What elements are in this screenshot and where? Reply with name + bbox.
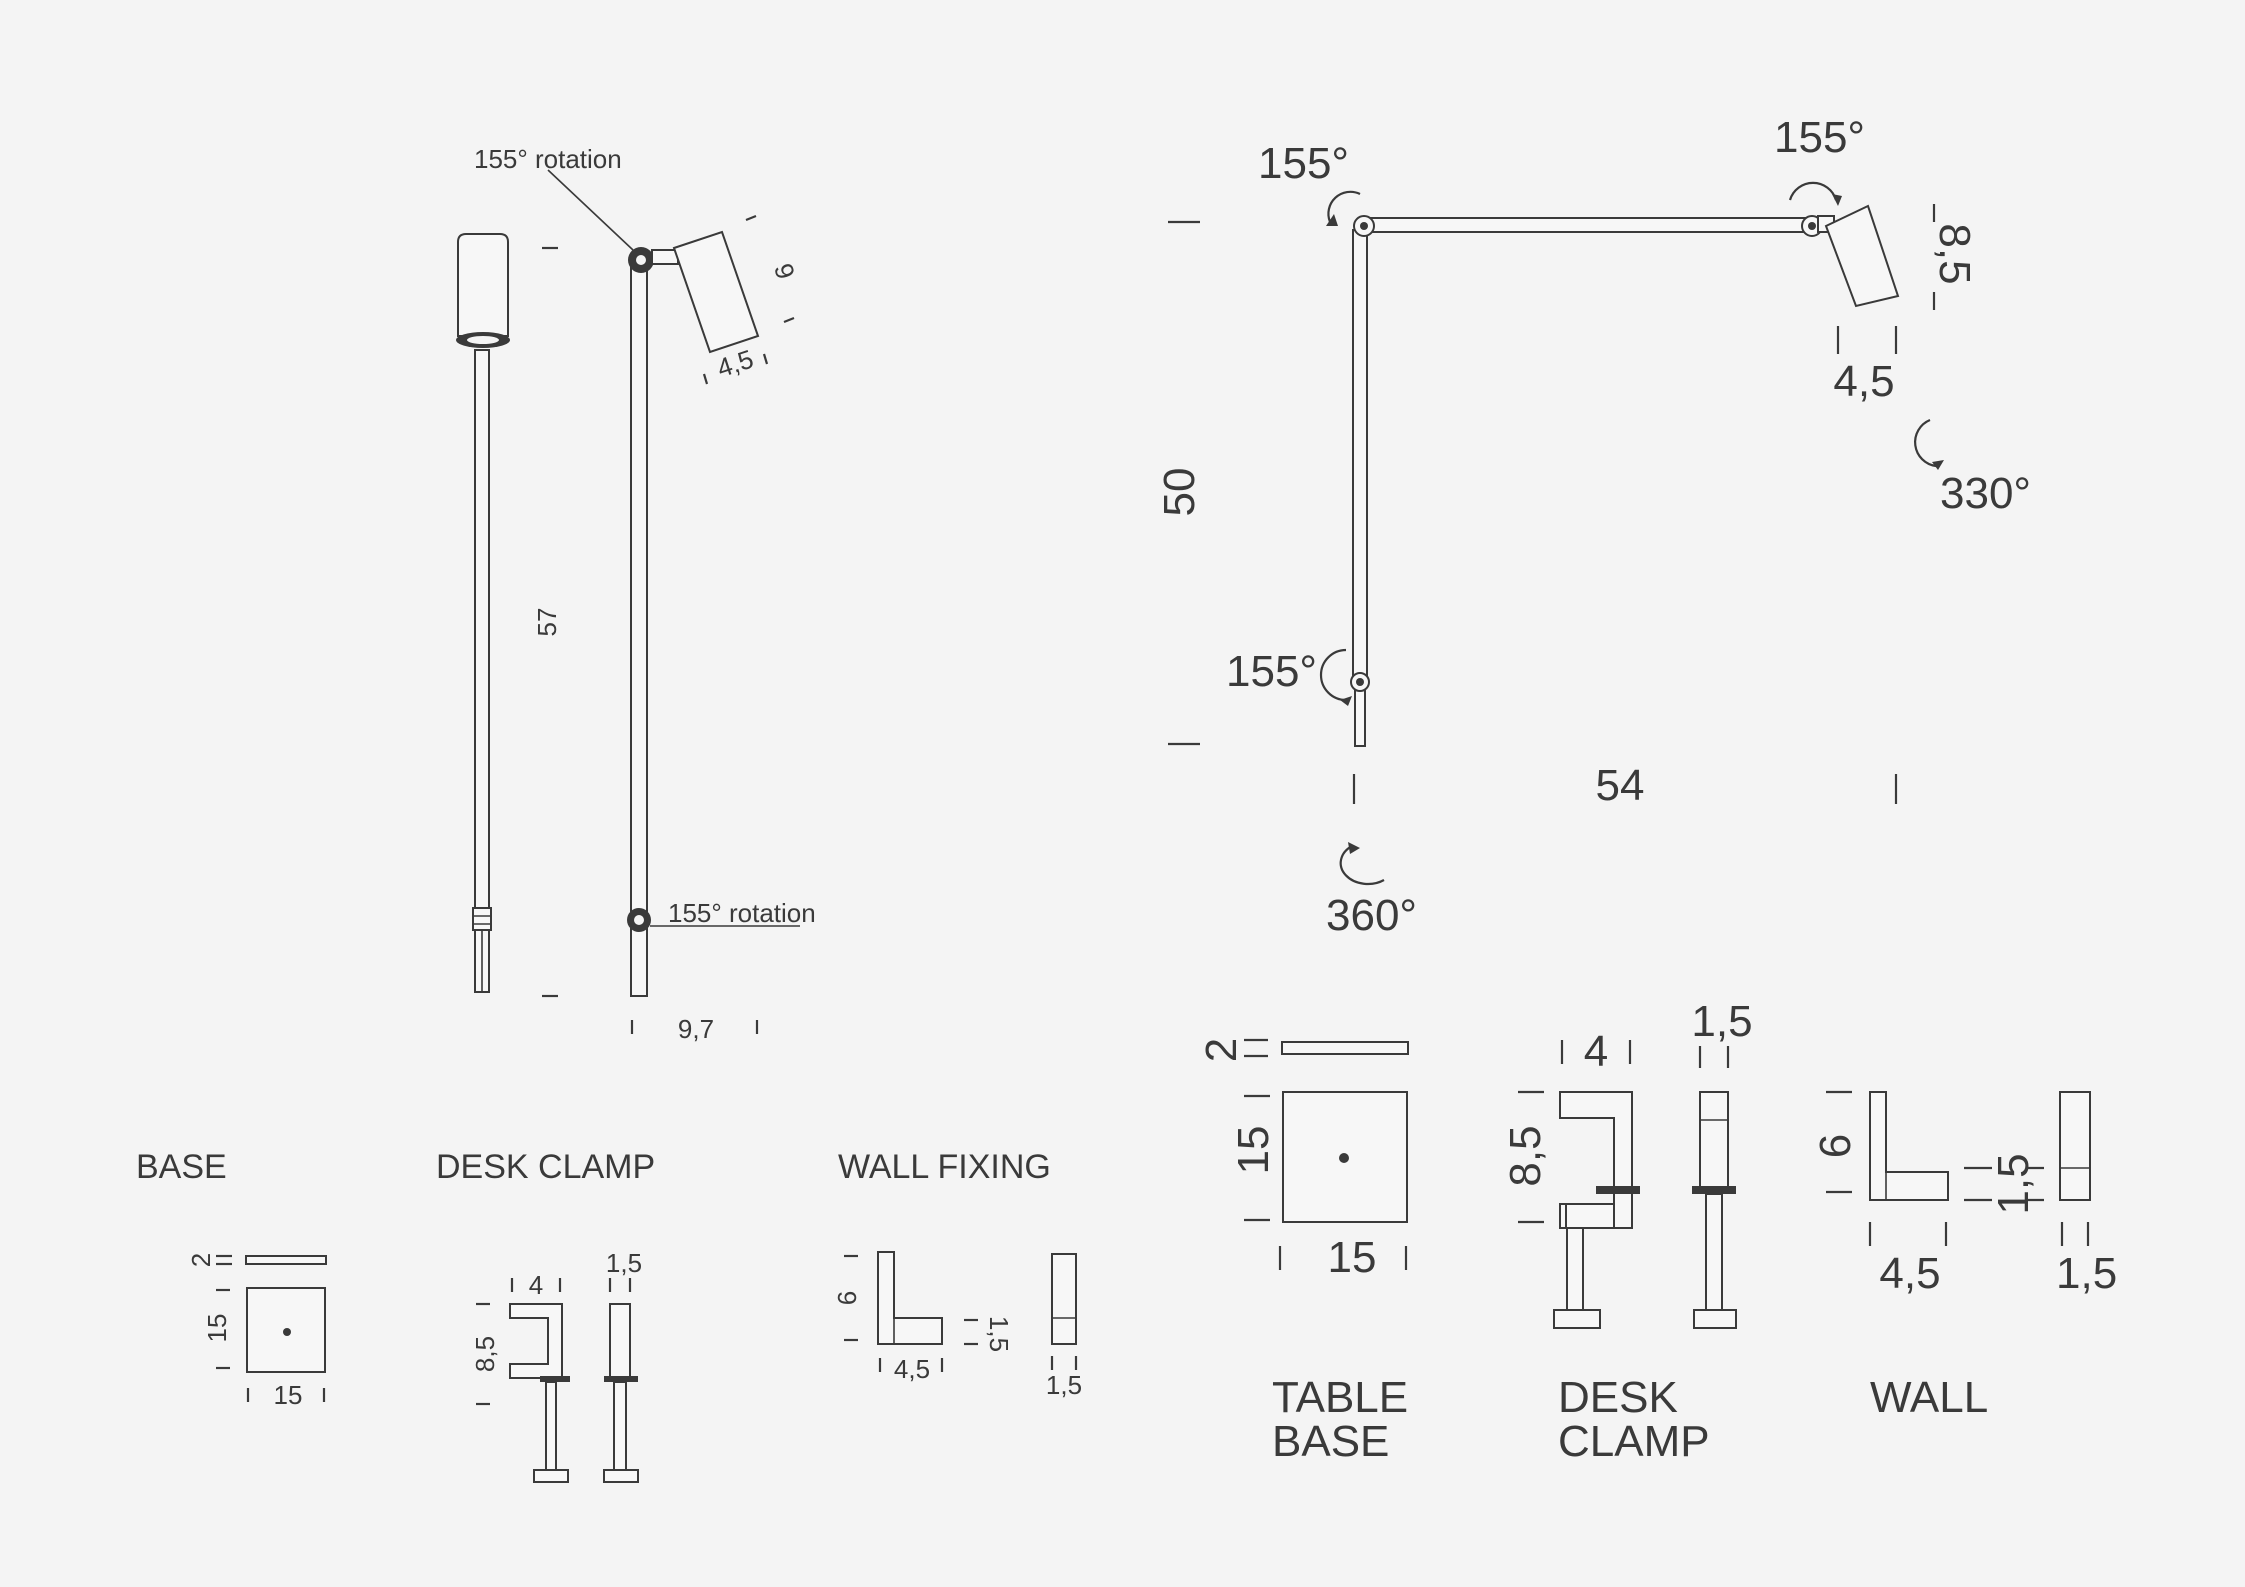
small-desk-clamp: DESK CLAMP 4 1,5 8,5 <box>436 1148 655 1483</box>
small-wall-fixing: WALL FIXING 6 4,5 1,5 1,5 <box>832 1148 1082 1400</box>
large-clamp-height-label: 8,5 <box>1501 1125 1550 1186</box>
large-table-base: 2 15 15 TABLE BASE <box>1197 1038 1409 1466</box>
small-wall-side-height-label: 1,5 <box>984 1316 1014 1352</box>
large-base-title-line1: TABLE <box>1272 1373 1408 1422</box>
large-desk-clamp: 4 1,5 8,5 DESK CLAMP <box>1501 997 1753 1466</box>
small-clamp-height-label: 8,5 <box>470 1336 500 1372</box>
right-head-length-label: 8,5 <box>1930 223 1979 284</box>
large-clamp-title-line2: CLAMP <box>1558 1417 1710 1466</box>
small-base-width-label: 15 <box>274 1380 303 1410</box>
left-rotation-top-label: 155° rotation <box>474 144 622 174</box>
large-wall-depth-label: 4,5 <box>1879 1249 1940 1298</box>
large-clamp-side-width-label: 1,5 <box>1691 997 1752 1046</box>
small-wall-depth-label: 4,5 <box>894 1354 930 1384</box>
small-base: BASE 2 15 15 <box>136 1148 327 1410</box>
large-wall-side-width-label: 1,5 <box>2056 1249 2117 1298</box>
large-base-depth-label: 15 <box>1229 1126 1278 1175</box>
large-base-width-label: 15 <box>1328 1233 1377 1282</box>
right-angle-bottom-label: 155° <box>1226 647 1317 696</box>
right-width-label: 54 <box>1596 761 1645 810</box>
large-base-title-line2: BASE <box>1272 1417 1389 1466</box>
small-base-thickness-label: 2 <box>186 1253 216 1267</box>
right-angle-base-label: 360° <box>1326 891 1417 940</box>
small-clamp-top-width-label: 4 <box>529 1270 543 1300</box>
small-wall-height-label: 6 <box>832 1291 862 1305</box>
left-height-label: 57 <box>532 608 562 637</box>
large-clamp-title-line1: DESK <box>1558 1373 1678 1422</box>
large-wall-title: WALL <box>1870 1373 1988 1422</box>
right-elevation: 155° 155° 330° 155° 360° 8,5 4,5 50 54 <box>1155 113 2031 940</box>
left-front-elevation: 57 <box>456 233 562 998</box>
left-head-length-label: 9 <box>768 260 801 283</box>
right-angle-left-label: 155° <box>1258 139 1349 188</box>
large-clamp-top-width-label: 4 <box>1584 1027 1608 1076</box>
small-wall-title: WALL FIXING <box>838 1148 1051 1186</box>
small-clamp-title: DESK CLAMP <box>436 1148 655 1186</box>
small-base-depth-label: 15 <box>202 1314 232 1343</box>
right-head-width-label: 4,5 <box>1833 357 1894 406</box>
large-wall-height-label: 6 <box>1811 1134 1860 1158</box>
right-height-label: 50 <box>1155 468 1204 517</box>
small-base-title: BASE <box>136 1148 227 1186</box>
right-angle-right-label: 155° <box>1774 113 1865 162</box>
left-side-elevation: 155° rotation 155° rotation 9 4,5 9,7 <box>474 144 816 1044</box>
large-wall: 6 4,5 1,5 1,5 WALL <box>1811 1090 2117 1422</box>
small-wall-side-width-label: 1,5 <box>1046 1370 1082 1400</box>
left-reach-label: 9,7 <box>678 1014 714 1044</box>
small-clamp-side-width-label: 1,5 <box>606 1248 642 1278</box>
left-rotation-bottom-label: 155° rotation <box>668 898 816 928</box>
right-angle-head-label: 330° <box>1940 469 2031 518</box>
large-wall-side-height-label: 1,5 <box>1989 1153 2038 1214</box>
large-base-thickness-label: 2 <box>1197 1038 1246 1062</box>
